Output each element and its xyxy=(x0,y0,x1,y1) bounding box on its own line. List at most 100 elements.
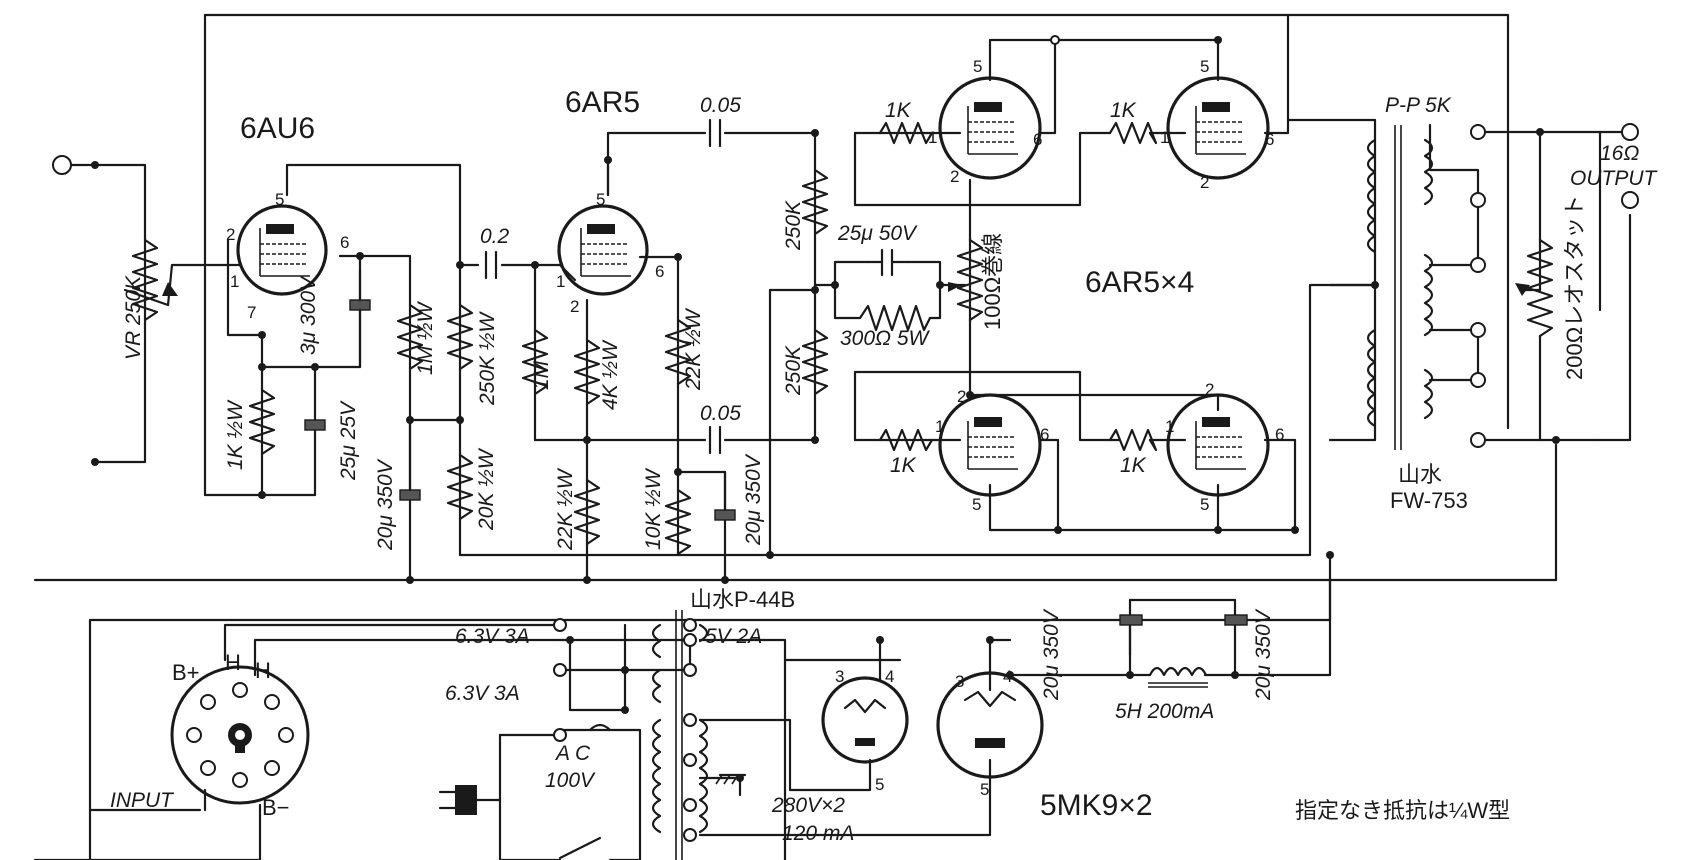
svg-text:6: 6 xyxy=(1033,130,1042,149)
svg-text:20μ 350V: 20μ 350V xyxy=(1252,608,1275,701)
tube-6ar5-lower-left xyxy=(938,393,1042,497)
label-vr: VR 250K xyxy=(122,275,145,360)
svg-text:7: 7 xyxy=(247,303,256,322)
capacitors xyxy=(304,118,1248,626)
svg-text:120 mA: 120 mA xyxy=(782,822,854,845)
svg-text:1: 1 xyxy=(1165,417,1174,436)
svg-text:2: 2 xyxy=(957,387,966,406)
svg-text:0.2: 0.2 xyxy=(480,225,510,248)
svg-text:200Ωレオスタット: 200Ωレオスタット xyxy=(1562,195,1587,380)
svg-text:1M: 1M xyxy=(530,360,553,390)
svg-text:3: 3 xyxy=(955,672,964,691)
svg-text:5: 5 xyxy=(1200,57,1209,76)
svg-text:1: 1 xyxy=(935,417,944,436)
svg-text:H: H xyxy=(255,658,271,683)
svg-text:20μ 350V: 20μ 350V xyxy=(374,458,397,551)
svg-text:25μ 50V: 25μ 50V xyxy=(837,222,918,245)
svg-text:6: 6 xyxy=(340,233,349,252)
svg-text:1K: 1K xyxy=(885,99,912,122)
svg-text:2: 2 xyxy=(570,297,579,316)
svg-text:20μ 350V: 20μ 350V xyxy=(742,453,765,546)
svg-text:OUTPUT: OUTPUT xyxy=(1570,167,1659,190)
svg-text:6.3V 3A: 6.3V 3A xyxy=(445,682,520,705)
svg-text:20μ 350V: 20μ 350V xyxy=(1040,608,1063,701)
tube-6ar5-lower-right xyxy=(1166,393,1270,497)
svg-text:6.3V 3A: 6.3V 3A xyxy=(455,625,530,648)
svg-text:100Ω巻線: 100Ω巻線 xyxy=(980,233,1005,330)
svg-text:250K: 250K xyxy=(782,200,805,251)
svg-text:5H 200mA: 5H 200mA xyxy=(1115,700,1214,723)
svg-text:100V: 100V xyxy=(545,769,596,792)
svg-text:山水: 山水 xyxy=(1398,462,1442,487)
svg-text:INPUT: INPUT xyxy=(110,789,175,812)
labels: 6AU6 6AR5 6AR5×4 5MK9×2 5 2 1 6 7 5 1 2 … xyxy=(110,57,1659,845)
svg-text:22K ½W: 22K ½W xyxy=(682,307,705,391)
power-transformer xyxy=(651,610,747,860)
svg-text:1: 1 xyxy=(1160,128,1169,147)
svg-text:6: 6 xyxy=(1275,425,1284,444)
svg-text:B−: B− xyxy=(262,795,290,820)
resistor-note: 指定なき抵抗は¼W型 xyxy=(1295,798,1510,823)
svg-text:1M ½W: 1M ½W xyxy=(414,300,437,375)
label-6ar5: 6AR5 xyxy=(565,86,640,119)
svg-text:20K ½W: 20K ½W xyxy=(475,447,498,531)
svg-text:300Ω 5W: 300Ω 5W xyxy=(840,327,931,350)
svg-text:1K: 1K xyxy=(890,454,917,477)
svg-text:5: 5 xyxy=(596,190,605,209)
svg-text:0.05: 0.05 xyxy=(700,94,741,117)
svg-text:2: 2 xyxy=(226,225,235,244)
svg-text:山水P-44B: 山水P-44B xyxy=(690,587,795,612)
svg-text:0.05: 0.05 xyxy=(700,402,741,425)
svg-text:B+: B+ xyxy=(172,660,200,685)
svg-text:2: 2 xyxy=(950,167,959,186)
svg-text:22K ½W: 22K ½W xyxy=(554,467,577,551)
terminals xyxy=(52,35,1639,842)
tube-6ar5-upper-left xyxy=(938,76,1042,180)
svg-text:10K ½W: 10K ½W xyxy=(642,467,665,550)
label-6au6: 6AU6 xyxy=(240,112,315,145)
svg-text:P-P 5K: P-P 5K xyxy=(1385,94,1452,117)
octal-socket xyxy=(170,665,310,805)
svg-text:4: 4 xyxy=(1003,667,1012,686)
svg-text:1K ½W: 1K ½W xyxy=(224,399,247,470)
svg-text:6: 6 xyxy=(655,262,664,281)
svg-text:2: 2 xyxy=(1200,173,1209,192)
svg-text:6: 6 xyxy=(1040,425,1049,444)
svg-text:FW-753: FW-753 xyxy=(1390,488,1468,513)
label-5mk9x2: 5MK9×2 xyxy=(1040,789,1153,822)
svg-text:A C: A C xyxy=(554,742,591,765)
svg-text:16Ω: 16Ω xyxy=(1600,142,1639,165)
ac-plug xyxy=(438,723,612,860)
svg-text:1: 1 xyxy=(928,128,937,147)
svg-text:5: 5 xyxy=(972,495,981,514)
svg-text:6: 6 xyxy=(1265,130,1274,149)
tube-5mk9-right xyxy=(936,671,1044,779)
svg-text:5V 2A: 5V 2A xyxy=(705,625,762,648)
svg-text:5: 5 xyxy=(980,780,989,799)
svg-text:3: 3 xyxy=(835,667,844,686)
resistors xyxy=(123,121,1554,556)
svg-text:1: 1 xyxy=(556,272,565,291)
svg-text:3μ 300V: 3μ 300V xyxy=(297,275,320,355)
tube-6ar5-driver xyxy=(557,204,649,296)
svg-text:250K: 250K xyxy=(782,345,805,396)
svg-text:25μ 25V: 25μ 25V xyxy=(337,400,360,481)
svg-text:2: 2 xyxy=(1205,380,1214,399)
svg-text:1K: 1K xyxy=(1110,99,1137,122)
svg-text:5: 5 xyxy=(1200,495,1209,514)
svg-text:H: H xyxy=(225,650,241,675)
output-transformer xyxy=(1366,125,1434,450)
label-6ar5x4: 6AR5×4 xyxy=(1085,266,1194,299)
svg-text:1K: 1K xyxy=(1120,454,1147,477)
junctions xyxy=(91,36,1560,782)
svg-text:5: 5 xyxy=(275,190,284,209)
tube-6au6 xyxy=(236,204,328,296)
svg-text:280V×2: 280V×2 xyxy=(771,794,845,817)
tube-6ar5-upper-right xyxy=(1166,76,1270,180)
svg-text:250K ½W: 250K ½W xyxy=(476,311,499,406)
svg-text:4: 4 xyxy=(885,667,894,686)
svg-text:5: 5 xyxy=(875,775,884,794)
svg-text:1: 1 xyxy=(230,272,239,291)
tube-5mk9-left xyxy=(821,676,909,764)
